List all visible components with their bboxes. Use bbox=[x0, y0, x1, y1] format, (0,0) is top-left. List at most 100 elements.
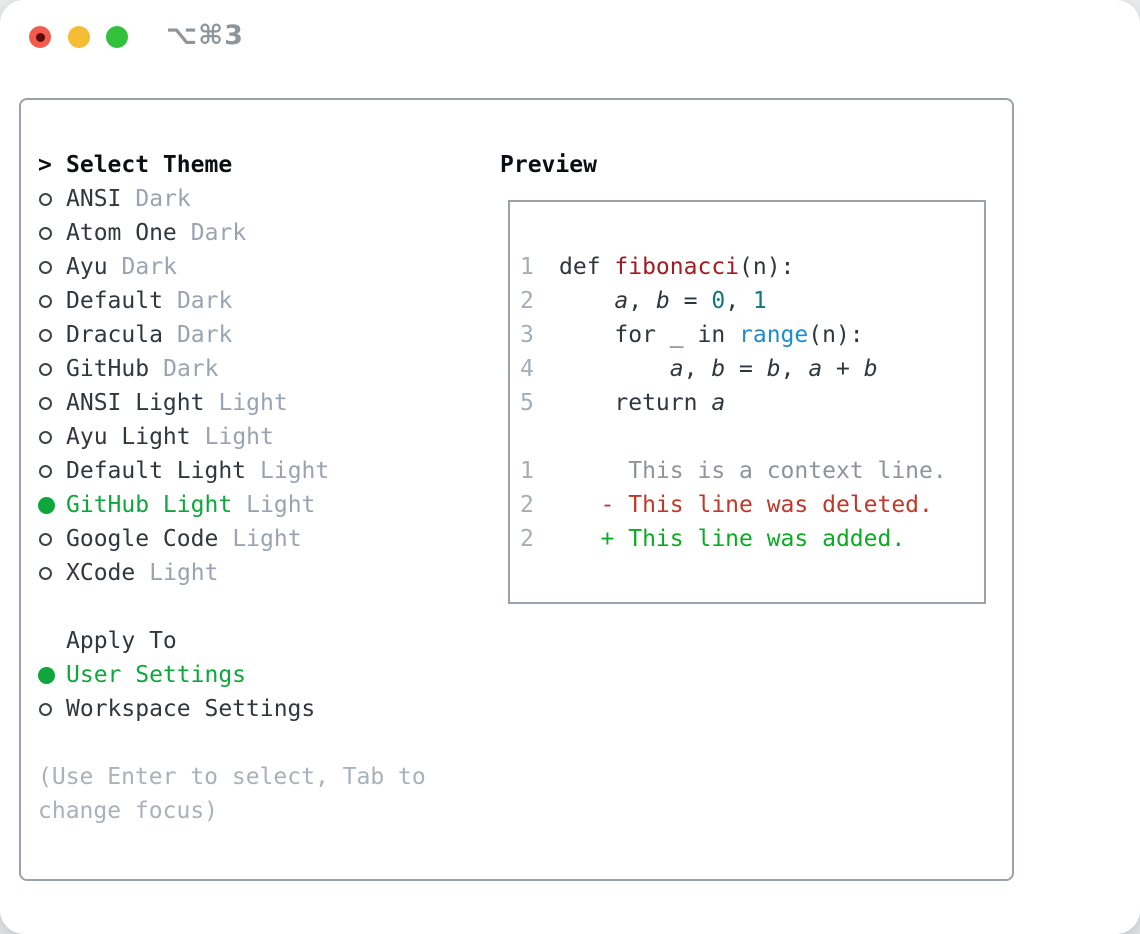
code-segment: a bbox=[808, 356, 823, 382]
zoom-button[interactable] bbox=[106, 26, 128, 48]
apply-to-label: Workspace Settings bbox=[66, 696, 316, 722]
theme-option[interactable]: Atom One Dark bbox=[38, 216, 478, 250]
code-segment: 1 bbox=[752, 288, 767, 314]
code-segment: a bbox=[614, 288, 629, 314]
traffic-lights bbox=[29, 26, 128, 48]
code-segment: return bbox=[559, 390, 712, 416]
code-segment bbox=[559, 526, 601, 552]
marker bbox=[38, 226, 66, 240]
radio-icon bbox=[39, 430, 52, 444]
radio-icon bbox=[39, 532, 52, 546]
apply-to-option[interactable]: User Settings bbox=[38, 658, 478, 692]
marker bbox=[38, 192, 66, 206]
marker bbox=[38, 702, 66, 716]
line-number: 1 bbox=[520, 254, 534, 280]
apply-to-option[interactable]: Workspace Settings bbox=[38, 692, 478, 726]
marker bbox=[38, 328, 66, 342]
radio-icon bbox=[39, 396, 52, 410]
theme-variant: Dark bbox=[190, 220, 247, 246]
theme-name: ANSI bbox=[66, 186, 122, 212]
code-segment: , bbox=[725, 288, 753, 314]
code-segment: = bbox=[669, 288, 712, 314]
keyboard-hint: (Use Enter to select, Tab to change focu… bbox=[38, 764, 426, 824]
titlebar: ⌥⌘3 bbox=[0, 0, 1140, 74]
theme-variant: Light bbox=[260, 458, 330, 484]
line-number: 5 bbox=[520, 390, 534, 416]
code-segment: (n): bbox=[739, 254, 795, 280]
radio-selected-icon bbox=[38, 496, 55, 514]
preview-title: Preview bbox=[500, 152, 597, 178]
code-line: 3 for _ in range(n): bbox=[520, 318, 947, 352]
theme-name: Atom One bbox=[66, 220, 177, 246]
code-segment: for _ in bbox=[559, 322, 740, 348]
theme-variant: Light bbox=[246, 492, 316, 518]
code-segment: a bbox=[669, 356, 684, 382]
code-segment: + This line was added. bbox=[600, 526, 906, 552]
prompt-icon: > bbox=[38, 152, 52, 178]
minimize-button[interactable] bbox=[67, 26, 90, 48]
theme-name: GitHub bbox=[66, 356, 150, 382]
line-number: 4 bbox=[520, 356, 534, 382]
code-segment: 0 bbox=[711, 288, 726, 314]
diff-line: 2 - This line was deleted. bbox=[520, 488, 947, 522]
code-segment: def bbox=[559, 254, 615, 280]
theme-name: Google Code bbox=[66, 526, 219, 552]
theme-variant: Dark bbox=[176, 322, 233, 348]
line-number: 3 bbox=[520, 322, 534, 348]
line-number: 2 bbox=[520, 526, 534, 552]
radio-icon bbox=[39, 702, 52, 716]
code-segment bbox=[559, 492, 601, 518]
theme-variant: Dark bbox=[121, 254, 177, 280]
code-segment bbox=[559, 288, 614, 314]
code-segment: (n): bbox=[808, 322, 864, 348]
line-number: 2 bbox=[520, 492, 534, 518]
radio-selected-icon bbox=[38, 666, 55, 684]
code-segment: , bbox=[683, 356, 712, 382]
line-number: 1 bbox=[520, 458, 534, 484]
window-shortcut-label: ⌥⌘3 bbox=[166, 20, 244, 51]
radio-icon bbox=[39, 328, 52, 342]
code-segment: , bbox=[628, 288, 656, 314]
code-segment: = bbox=[725, 356, 767, 382]
apply-to-header: Apply To bbox=[38, 624, 478, 658]
radio-icon bbox=[39, 192, 52, 206]
marker bbox=[38, 396, 66, 410]
theme-variant: Light bbox=[218, 390, 288, 416]
code-segment: - This line was deleted. bbox=[600, 492, 933, 518]
radio-icon bbox=[39, 362, 52, 376]
code-segment: b bbox=[863, 356, 878, 382]
theme-variant: Dark bbox=[135, 186, 191, 212]
apply-to-label: User Settings bbox=[66, 662, 247, 688]
code-segment: fibonacci bbox=[614, 254, 740, 280]
radio-icon bbox=[39, 226, 52, 240]
code-segment: b bbox=[711, 356, 726, 382]
code-segment: b bbox=[766, 356, 781, 382]
code-line: 5 return a bbox=[520, 386, 947, 420]
spacer bbox=[38, 590, 478, 624]
theme-name: XCode bbox=[66, 560, 136, 586]
blank-line bbox=[520, 420, 947, 454]
close-dot-icon bbox=[35, 32, 45, 42]
marker bbox=[38, 532, 66, 546]
marker bbox=[38, 566, 66, 580]
marker bbox=[38, 294, 66, 308]
marker bbox=[38, 496, 66, 514]
theme-option[interactable]: ANSI Dark bbox=[38, 182, 478, 216]
code-line: 4 a, b = b, a + b bbox=[520, 352, 947, 386]
close-button[interactable] bbox=[29, 26, 51, 48]
spacer bbox=[38, 726, 478, 760]
